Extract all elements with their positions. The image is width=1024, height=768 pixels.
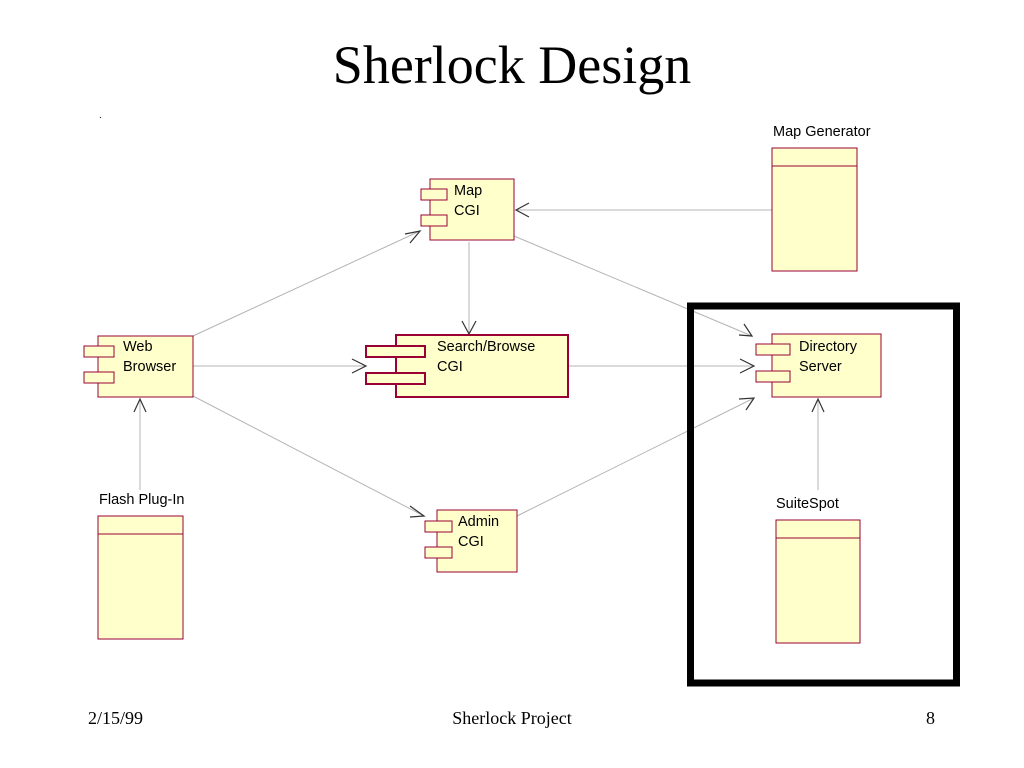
admin-cgi-component[interactable]: Admin CGI — [424, 509, 518, 573]
map-cgi-component[interactable]: Map CGI — [420, 178, 515, 241]
connector-admin-to-directory — [516, 397, 755, 517]
arrowhead-into-admin — [409, 505, 426, 518]
connector-browser-to-admin — [192, 395, 425, 517]
search-browse-cgi-label-line1: Search/Browse — [437, 339, 535, 355]
web-browser-component[interactable]: Web Browser — [83, 335, 194, 398]
arrowhead-into-directory-below — [811, 397, 825, 413]
flash-plugin-label: Flash Plug-In — [99, 492, 184, 508]
directory-server-label-line1: Directory — [799, 339, 858, 355]
stray-mark: . — [99, 110, 102, 121]
admin-cgi-label-line1: Admin — [458, 514, 499, 530]
map-cgi-label-line1: Map — [454, 183, 482, 199]
web-browser-label-line2: Browser — [123, 359, 176, 375]
arrowhead-into-search — [351, 358, 368, 374]
footer-project: Sherlock Project — [452, 708, 572, 728]
arrowhead-into-browser — [133, 397, 147, 413]
directory-server-component[interactable]: Directory Server — [755, 333, 882, 398]
connector-browser-to-map — [192, 230, 421, 337]
web-browser-label-line1: Web — [123, 339, 153, 355]
arrowhead-into-directory-bottom — [738, 397, 756, 411]
map-generator-node[interactable]: Map Generator — [771, 124, 871, 272]
server-group-frame — [687, 302, 960, 687]
map-generator-label: Map Generator — [773, 124, 871, 140]
search-browse-cgi-component[interactable]: Search/Browse CGI — [365, 334, 569, 398]
flash-plugin-node[interactable]: Flash Plug-In — [97, 492, 184, 640]
arrowhead-into-map-left — [404, 230, 422, 244]
arrowheads — [133, 202, 825, 518]
arrowhead-into-directory-left — [739, 358, 756, 374]
map-cgi-label-line2: CGI — [454, 203, 480, 219]
footer-date: 2/15/99 — [88, 708, 144, 728]
arrowhead-into-directory-top — [738, 323, 754, 337]
admin-cgi-label-line2: CGI — [458, 534, 484, 550]
slide-title: Sherlock Design — [332, 35, 692, 95]
arrowhead-into-map-right — [514, 202, 530, 218]
connectors — [139, 209, 819, 517]
suitespot-node[interactable]: SuiteSpot — [775, 496, 861, 644]
search-browse-cgi-label-line2: CGI — [437, 359, 463, 375]
connector-map-to-directory — [513, 235, 753, 337]
suitespot-label: SuiteSpot — [776, 496, 839, 512]
directory-server-label-line2: Server — [799, 359, 842, 375]
footer-page-number: 8 — [926, 708, 935, 728]
